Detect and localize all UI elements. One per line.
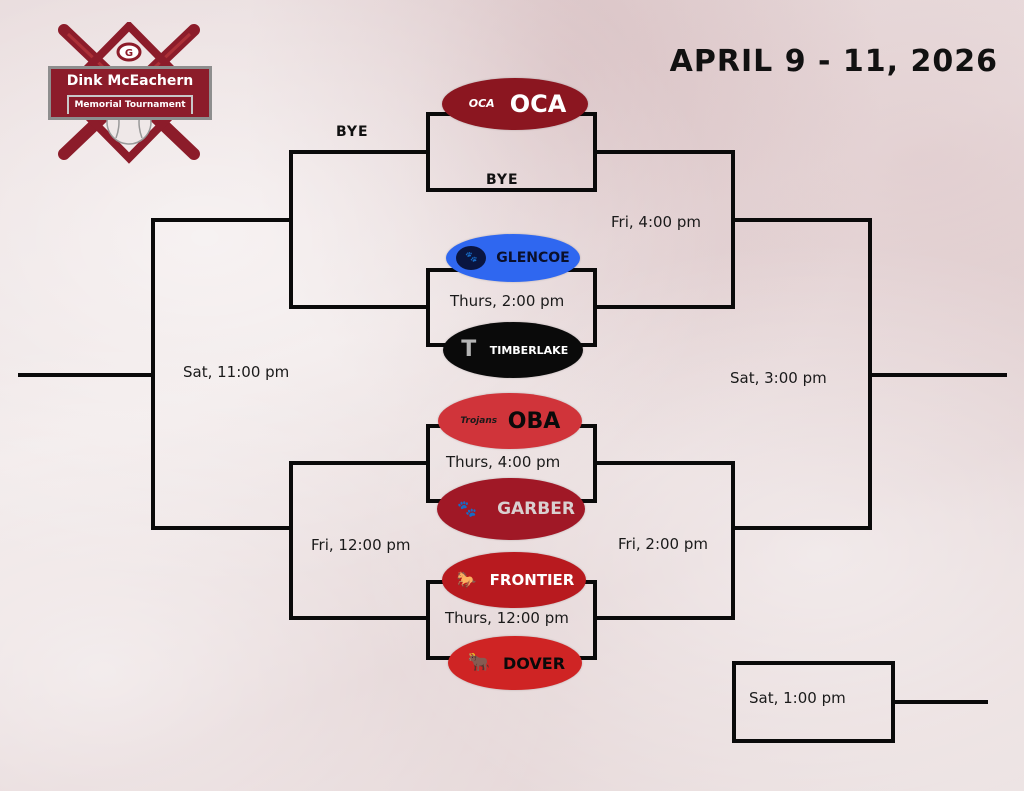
bracket-line <box>151 526 293 530</box>
bracket-line <box>593 305 735 309</box>
bracket-line <box>289 150 293 309</box>
winners-final-time: Sat, 3:00 pm <box>730 369 827 387</box>
tournament-logo: G Dink McEachern Memorial Tournament <box>44 22 214 164</box>
team-dover[interactable]: 🐂 DOVER <box>448 636 582 690</box>
team-timberlake[interactable]: T TIMBERLAKE <box>443 322 583 378</box>
bracket-line <box>289 461 430 465</box>
team-name: OBA <box>507 408 561 434</box>
team-name: DOVER <box>502 653 566 673</box>
bracket-line <box>593 580 597 660</box>
bracket-line <box>426 112 430 192</box>
bracket-line <box>593 461 735 465</box>
bull-icon: 🐂 <box>467 652 491 673</box>
wolverine-icon: 🐾 <box>457 499 478 518</box>
game-time: Thurs, 2:00 pm <box>450 292 565 310</box>
bracket-line <box>732 739 895 743</box>
team-name: OCA <box>509 90 567 118</box>
bracket-line <box>731 461 735 620</box>
winners-semi-top-time: Fri, 4:00 pm <box>611 213 701 231</box>
emblem-letter: G <box>125 48 133 59</box>
bracket-line <box>289 150 430 154</box>
bracket-line <box>732 661 895 665</box>
team-name: GLENCOE <box>496 250 570 266</box>
bracket-line <box>289 616 430 620</box>
bracket-line <box>151 218 155 530</box>
consolation-time: Sat, 1:00 pm <box>749 689 846 707</box>
bracket-line <box>426 268 430 347</box>
bracket-line <box>732 661 736 743</box>
bracket-line <box>731 150 735 309</box>
team-name: TIMBERLAKE <box>489 343 569 357</box>
team-glencoe[interactable]: 🐾 GLENCOE <box>446 234 580 282</box>
tournament-banner: Dink McEachern Memorial Tournament <box>48 66 212 120</box>
bracket-line <box>426 580 430 660</box>
bracket-line <box>289 305 430 309</box>
team-frontier[interactable]: 🐎 FRONTIER <box>442 552 586 608</box>
bracket-line <box>426 424 430 503</box>
bracket-line <box>868 373 1007 377</box>
panther-icon: 🐾 <box>456 246 487 270</box>
tournament-name: Dink McEachern <box>66 73 194 89</box>
bracket-line <box>426 188 597 192</box>
oca-eagle-icon: OCA <box>468 97 495 110</box>
bracket-line <box>731 526 872 530</box>
team-name: FRONTIER <box>489 571 575 589</box>
team-garber[interactable]: 🐾 GARBER <box>437 478 585 540</box>
winners-semi-bottom-time: Fri, 2:00 pm <box>618 535 708 553</box>
team-name: GARBER <box>497 499 575 519</box>
game-time: Thurs, 4:00 pm <box>446 453 561 471</box>
losers-final-time: Sat, 11:00 pm <box>183 363 290 381</box>
double-t-icon: T <box>461 337 477 362</box>
team-oca[interactable]: OCA OCA <box>442 78 588 130</box>
tournament-subtitle: Memorial Tournament <box>67 95 193 114</box>
bye-label: BYE <box>486 172 519 188</box>
bracket-line <box>289 461 293 620</box>
bracket-line <box>593 616 735 620</box>
bracket-line <box>731 218 872 222</box>
mustang-icon: 🐎 <box>456 570 477 589</box>
trojan-icon: Trojans <box>460 416 498 426</box>
losers-semi-bottom-time: Fri, 12:00 pm <box>311 536 411 554</box>
bracket-line <box>18 373 155 377</box>
bracket-line <box>891 700 988 704</box>
game-time: Thurs, 12:00 pm <box>445 609 569 627</box>
bye-label-left: BYE <box>336 124 369 140</box>
team-oba[interactable]: Trojans OBA <box>438 393 582 449</box>
bracket-line <box>593 150 735 154</box>
tournament-date-range: APRIL 9 - 11, 2026 <box>669 44 998 79</box>
bracket-line <box>151 218 293 222</box>
